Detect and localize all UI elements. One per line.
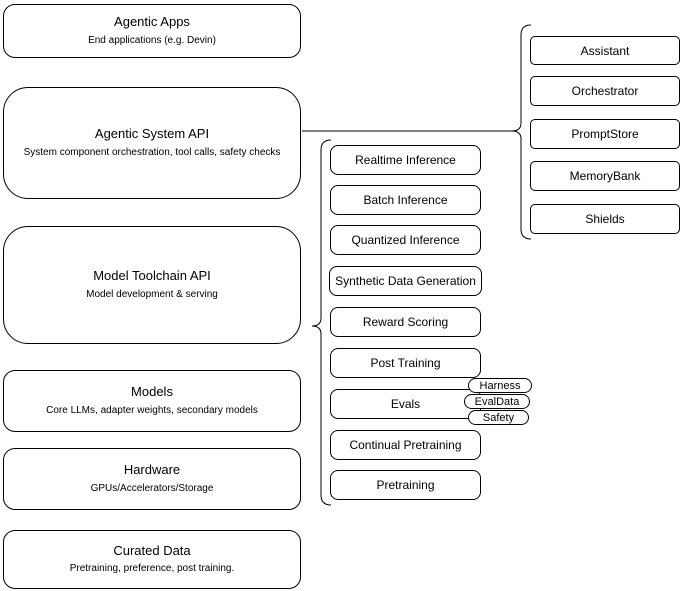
node-synthetic-data-generation: Synthetic Data Generation (329, 266, 482, 296)
tag-harness: Harness (468, 378, 532, 393)
node-quantized-inference: Quantized Inference (330, 225, 481, 255)
node-promptstore: PromptStore (530, 119, 680, 149)
node-memorybank: MemoryBank (530, 161, 680, 191)
node-title: Model Toolchain API (93, 268, 211, 284)
node-realtime-inference: Realtime Inference (330, 145, 481, 175)
node-evals: Evals (330, 389, 481, 419)
tag-evaldata: EvalData (464, 394, 530, 409)
node-subtitle: End applications (e.g. Devin) (88, 34, 216, 46)
node-assistant: Assistant (530, 36, 680, 65)
node-models: Models Core LLMs, adapter weights, secon… (3, 370, 301, 432)
tag-safety: Safety (468, 410, 529, 425)
node-subtitle: Pretraining, preference, post training. (69, 563, 235, 575)
node-batch-inference: Batch Inference (330, 185, 481, 215)
node-orchestrator: Orchestrator (530, 76, 680, 106)
toolchain-brace (311, 139, 332, 506)
node-subtitle: System component orchestration, tool cal… (23, 146, 281, 158)
node-curated-data: Curated Data Pretraining, preference, po… (3, 530, 301, 589)
node-agentic-apps: Agentic Apps End applications (e.g. Devi… (3, 4, 301, 58)
node-title: Hardware (123, 462, 181, 478)
node-model-toolchain-api: Model Toolchain API Model development & … (3, 226, 301, 344)
node-shields: Shields (530, 204, 680, 234)
agentic-components-brace (511, 24, 532, 240)
node-agentic-system-api: Agentic System API System component orch… (3, 87, 301, 199)
node-subtitle: GPUs/Accelerators/Storage (90, 482, 214, 494)
node-hardware: Hardware GPUs/Accelerators/Storage (3, 448, 301, 510)
node-subtitle: Core LLMs, adapter weights, secondary mo… (46, 404, 258, 416)
node-title: Models (131, 384, 173, 400)
node-pretraining: Pretraining (330, 470, 481, 500)
node-post-training: Post Training (330, 348, 481, 378)
node-title: Agentic System API (94, 126, 210, 142)
node-continual-pretraining: Continual Pretraining (330, 430, 481, 460)
node-title: Curated Data (113, 542, 191, 558)
node-subtitle: Model development & serving (86, 288, 218, 300)
node-reward-scoring: Reward Scoring (330, 307, 481, 337)
node-title: Agentic Apps (114, 14, 190, 30)
